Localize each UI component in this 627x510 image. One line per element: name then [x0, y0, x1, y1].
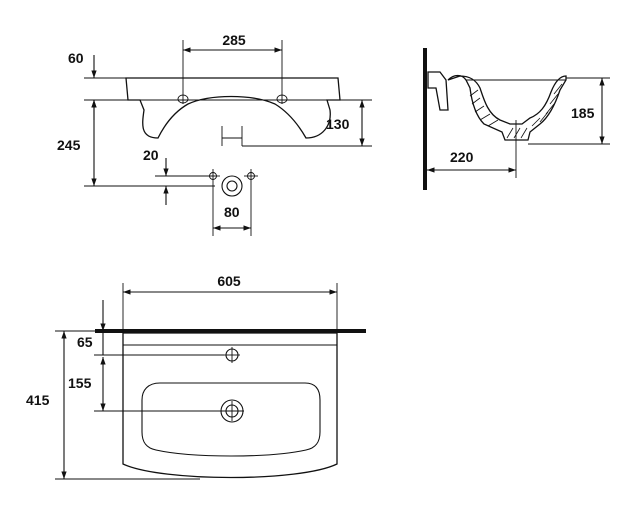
side-view: 185 220	[423, 48, 610, 190]
top-bowl-outline	[141, 382, 321, 457]
side-basin-section	[447, 74, 567, 141]
dim-155-label: 155	[68, 375, 92, 391]
dim-285-label: 285	[222, 32, 246, 48]
dim-130-label: 130	[326, 116, 350, 132]
dim-415-label: 415	[26, 392, 50, 408]
top-view: 605 415 65 155	[26, 273, 366, 480]
dim-185-label: 185	[571, 105, 595, 121]
dim-245-label: 245	[57, 137, 81, 153]
dim-605-label: 605	[217, 273, 241, 289]
dim-60-label: 60	[68, 50, 84, 66]
front-drain	[221, 126, 243, 146]
top-tap-hole	[224, 347, 240, 363]
left-bracket-mark	[206, 169, 220, 183]
dim-80-label: 80	[224, 204, 240, 220]
front-view: 285 60 245 130 20	[57, 32, 372, 236]
dim-20-label: 20	[143, 147, 159, 163]
front-basin-outline	[125, 77, 341, 139]
side-wall-bracket	[427, 71, 449, 111]
drain-pipe-circle	[221, 175, 243, 197]
dim-65-label: 65	[77, 334, 93, 350]
dim-220-label: 220	[450, 149, 474, 165]
side-section-hatching	[469, 83, 563, 139]
right-bracket-mark	[244, 169, 258, 183]
